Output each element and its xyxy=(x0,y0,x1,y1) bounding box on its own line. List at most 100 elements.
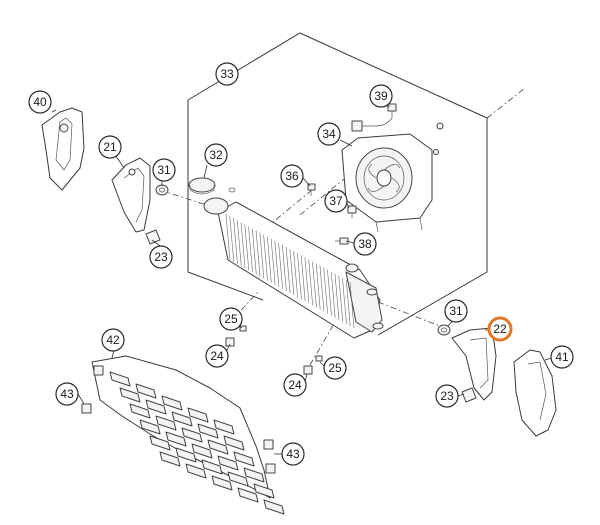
louver-slat xyxy=(213,419,235,435)
callout-43-right[interactable]: 43 xyxy=(281,442,305,466)
callout-24-lower-label: 24 xyxy=(288,378,302,392)
radiator-fin xyxy=(304,257,310,304)
louver-slat xyxy=(201,459,223,475)
callout-43-left[interactable]: 43 xyxy=(55,382,79,406)
callout-39[interactable]: 39 xyxy=(369,84,393,108)
radiator-fin xyxy=(327,269,332,316)
radiator-cap-part xyxy=(188,177,216,195)
radiator-fin xyxy=(349,281,355,329)
radiator-fin xyxy=(278,242,283,289)
radiator-fin xyxy=(342,277,347,324)
radiator-fin xyxy=(308,259,313,306)
callout-33[interactable]: 33 xyxy=(215,62,239,86)
callout-22[interactable]: 22 xyxy=(487,316,513,342)
callout-40[interactable]: 40 xyxy=(28,90,52,114)
louver-slat xyxy=(175,447,197,463)
louver-slat xyxy=(263,499,285,515)
louver-slat xyxy=(161,395,183,411)
callout-41-label: 41 xyxy=(555,350,569,364)
callout-32-label: 32 xyxy=(209,148,223,162)
callout-32[interactable]: 32 xyxy=(204,143,228,167)
callout-37-label: 37 xyxy=(329,194,343,208)
radiator-fin xyxy=(255,230,261,277)
callout-25-upper[interactable]: 25 xyxy=(219,307,243,331)
radiator-fins xyxy=(225,213,355,329)
radiator-fin xyxy=(282,244,287,291)
fan-connector-part xyxy=(351,103,444,155)
side-cover-right-part xyxy=(513,349,557,437)
callout-24-upper[interactable]: 24 xyxy=(205,344,229,368)
radiator-fin xyxy=(315,263,321,310)
radiator-louver-part xyxy=(91,355,285,515)
callout-23-right-label: 23 xyxy=(440,389,454,403)
louver-slat xyxy=(191,443,213,459)
callout-38-label: 38 xyxy=(358,237,372,251)
radiator-fin xyxy=(338,275,344,322)
radiator-fin xyxy=(229,216,235,263)
louver-slat xyxy=(243,467,265,483)
spacer-25-lower-part xyxy=(315,355,323,362)
louver-slat xyxy=(149,435,171,451)
grommet-right-part xyxy=(437,324,451,336)
louver-slat xyxy=(165,431,187,447)
callout-42-label: 42 xyxy=(106,333,120,347)
callout-22-label: 22 xyxy=(493,322,507,336)
callout-33-label: 33 xyxy=(220,67,234,81)
grommet-left-part xyxy=(155,184,169,196)
callout-36[interactable]: 36 xyxy=(280,164,304,188)
radiator-fin xyxy=(259,232,265,279)
callout-21[interactable]: 21 xyxy=(98,135,122,159)
callout-21-label: 21 xyxy=(103,140,117,154)
louver-slat xyxy=(217,455,239,471)
callout-24-lower[interactable]: 24 xyxy=(283,373,307,397)
screw-37-part xyxy=(347,205,357,218)
radiator-fin xyxy=(300,255,306,302)
callout-25-lower-label: 25 xyxy=(328,361,342,375)
callout-37[interactable]: 37 xyxy=(324,189,348,213)
clip-nut-right-part xyxy=(461,387,477,403)
louver-clips-left-part xyxy=(81,365,104,414)
louver-slat xyxy=(119,387,141,403)
callout-38[interactable]: 38 xyxy=(353,232,377,256)
callout-23-left-label: 23 xyxy=(154,250,168,264)
callout-41[interactable]: 41 xyxy=(550,345,574,369)
spacer-25-upper-part xyxy=(239,325,247,332)
callout-23-right[interactable]: 23 xyxy=(435,384,459,408)
louver-slat xyxy=(145,399,167,415)
screw-38-part xyxy=(335,237,349,245)
louver-slat xyxy=(185,463,207,479)
radiator-fin xyxy=(236,220,242,267)
nut-24-lower-part xyxy=(303,365,313,375)
radiator-fin xyxy=(289,249,295,296)
radiator-bracket-left-part xyxy=(111,157,151,233)
callout-31-left[interactable]: 31 xyxy=(152,158,176,182)
cooling-fan-part xyxy=(341,133,433,233)
callout-39-label: 39 xyxy=(374,89,388,103)
callout-34-label: 34 xyxy=(322,127,336,141)
callout-31-right[interactable]: 31 xyxy=(444,299,468,323)
louver-slat xyxy=(197,423,219,439)
callout-25-lower[interactable]: 25 xyxy=(323,356,347,380)
callout-23-left[interactable]: 23 xyxy=(149,245,173,269)
callout-24-upper-label: 24 xyxy=(210,349,224,363)
radiator-fin xyxy=(293,251,298,298)
radiator-fin xyxy=(225,213,231,261)
louver-slat xyxy=(135,383,157,399)
callout-34[interactable]: 34 xyxy=(317,122,341,146)
radiator-fin xyxy=(323,267,328,314)
louver-slat xyxy=(155,415,177,431)
callout-31-right-label: 31 xyxy=(449,304,463,318)
nut-24-upper-part xyxy=(225,337,235,347)
louver-slat xyxy=(187,407,209,423)
radiator-fin xyxy=(270,238,276,285)
radiator-fin xyxy=(240,222,246,269)
louver-slat xyxy=(227,471,249,487)
radiator-fin xyxy=(274,240,280,287)
radiator-bracket-right-part xyxy=(451,327,497,401)
callout-43-left-label: 43 xyxy=(60,387,74,401)
louver-slat xyxy=(233,451,255,467)
radiator-fin xyxy=(285,246,291,293)
callout-42[interactable]: 42 xyxy=(101,328,125,352)
radiator-fin xyxy=(248,226,253,273)
